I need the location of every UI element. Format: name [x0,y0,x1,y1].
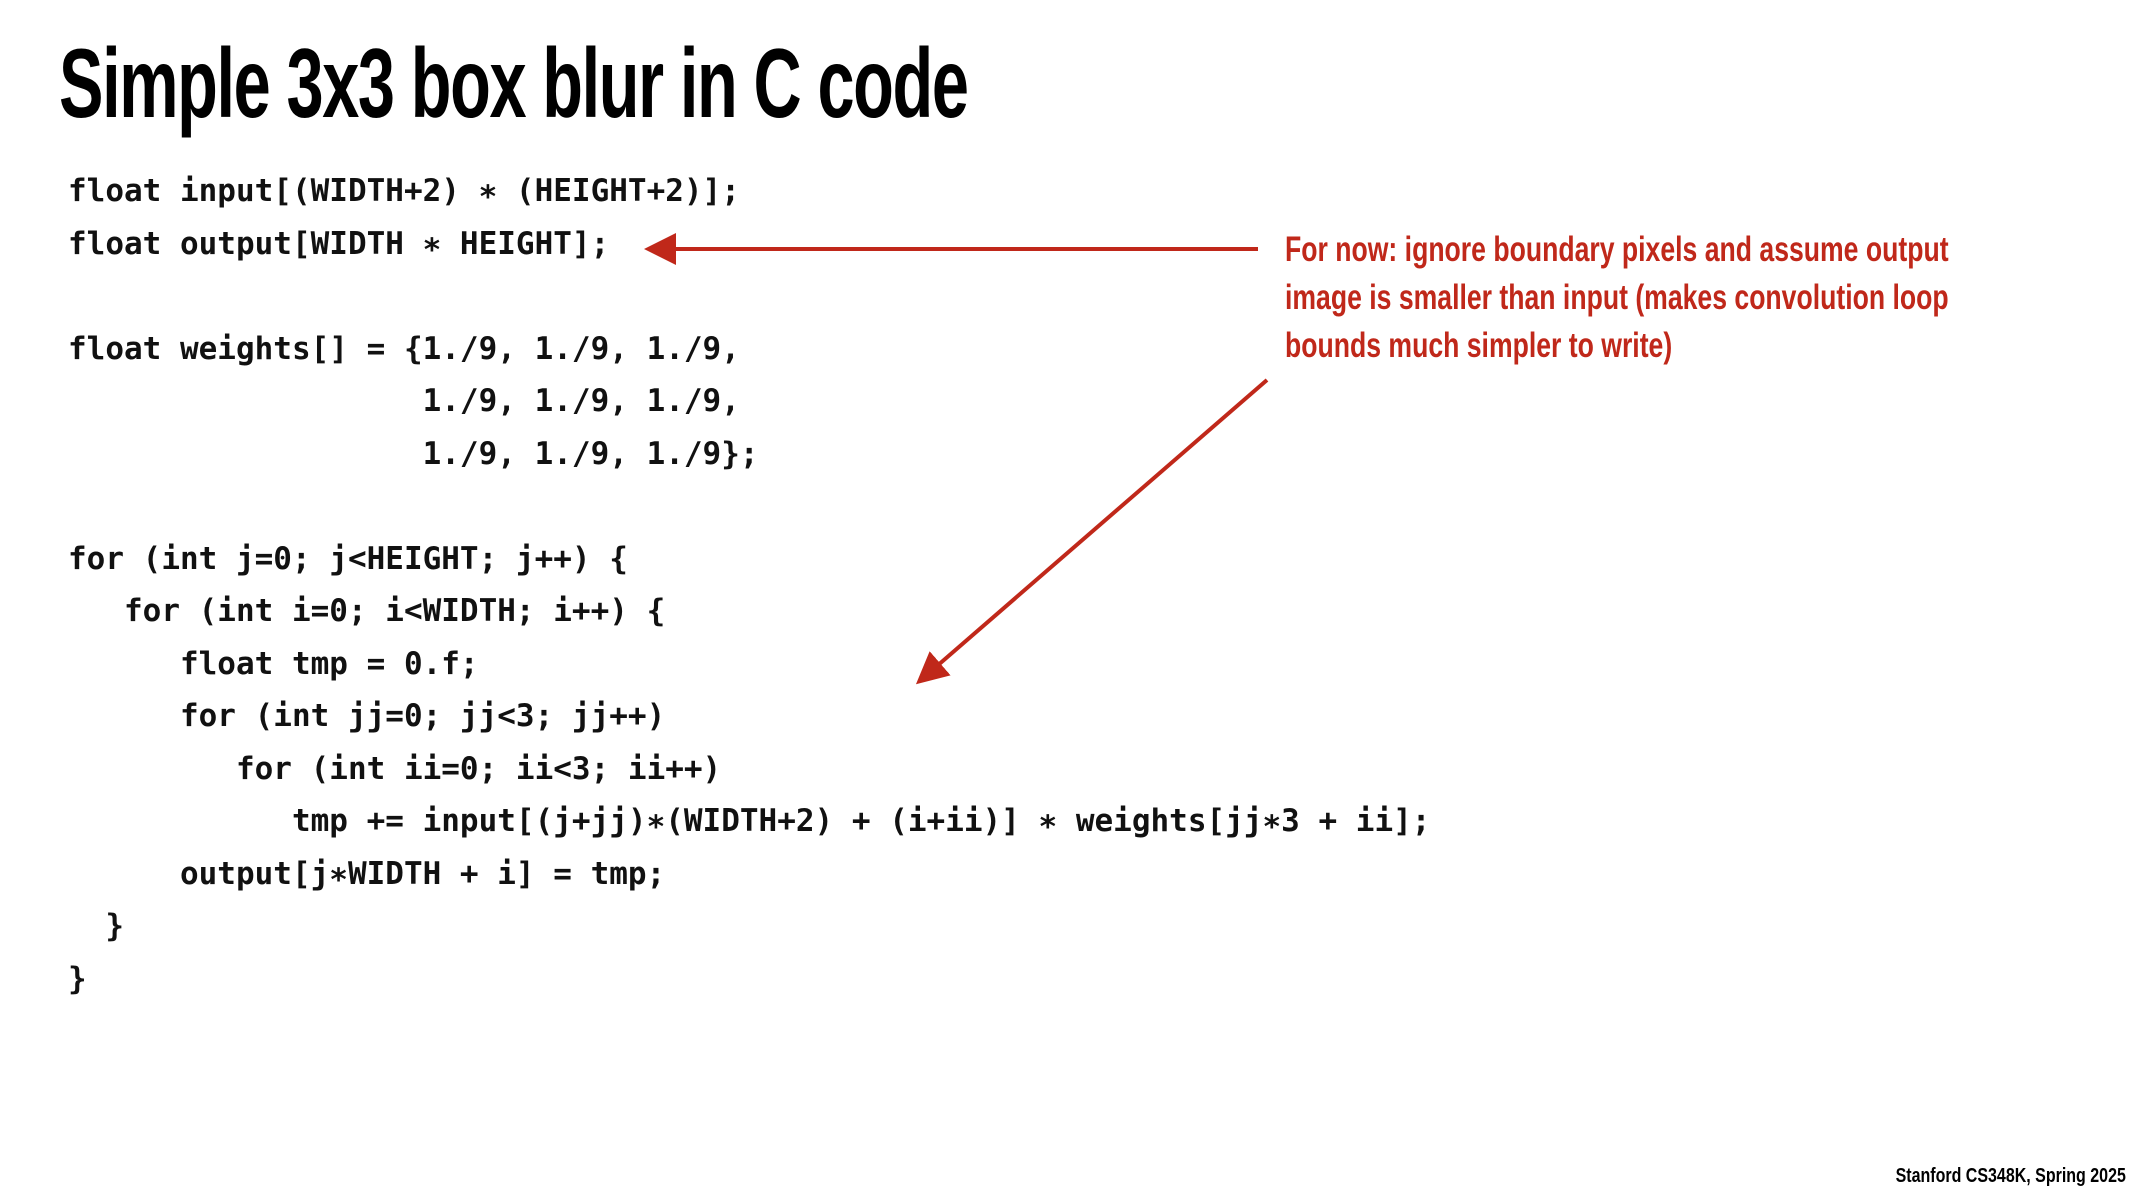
code-line: 1./9, 1./9, 1./9}; [68,435,759,472]
code-line: float tmp = 0.f; [68,645,479,682]
annotation-line: image is smaller than input (makes convo… [1285,278,1949,317]
code-line: for (int j=0; j<HEIGHT; j++) { [68,540,628,577]
annotation-line: bounds much simpler to write) [1285,326,1673,365]
course-footer: Stanford CS348K, Spring 2025 [1895,1165,2126,1187]
annotation-line: For now: ignore boundary pixels and assu… [1285,230,1949,269]
code-line: for (int jj=0; jj<3; jj++) [68,698,666,734]
code-line: float output[WIDTH ∗ HEIGHT]; [68,225,610,262]
annotation-note: For now: ignore boundary pixels and assu… [1285,226,1949,370]
code-line: } [68,960,87,997]
code-line: 1./9, 1./9, 1./9, [68,383,740,419]
code-line: float input[(WIDTH+2) ∗ (HEIGHT+2)]; [68,173,740,209]
arrow-to-loop-body [915,378,1269,685]
code-line: } [68,908,124,944]
code-block: float input[(WIDTH+2) ∗ (HEIGHT+2)]; flo… [68,165,1430,1005]
code-line: output[j∗WIDTH + i] = tmp; [68,855,666,892]
code-line: float weights[] = {1./9, 1./9, 1./9, [68,330,740,367]
code-line: tmp += input[(j+jj)∗(WIDTH+2) + (i+ii)] … [68,803,1431,839]
code-line: for (int i=0; i<WIDTH; i++) { [68,593,666,629]
slide-title: Simple 3x3 box blur in C code [59,28,969,138]
code-line: for (int ii=0; ii<3; ii++) [68,750,722,787]
